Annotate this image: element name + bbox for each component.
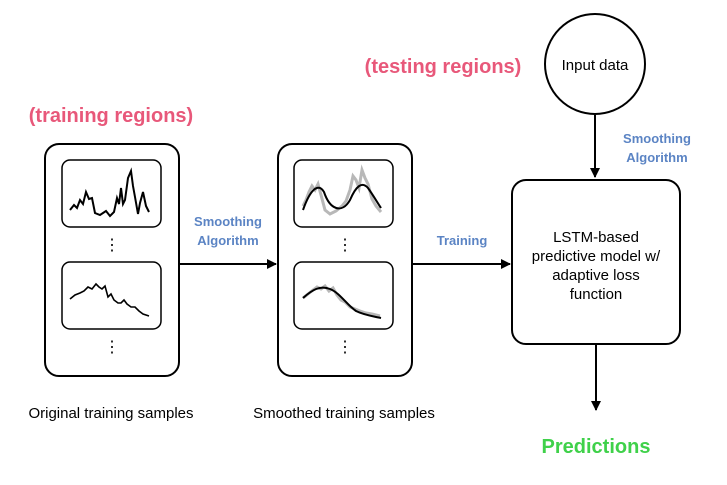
original-samples-caption: Original training samples [28,405,193,422]
input-data-node [544,13,646,115]
smoothed-series-2 [302,286,382,319]
original-series-2 [69,282,150,317]
smoothed-ellipsis-2: ⋮ [337,339,353,356]
testing-regions-label: (testing regions) [365,56,522,78]
smoothing-mid-label-line1: Smoothing [194,214,262,229]
training-regions-label: (training regions) [29,105,193,127]
smoothing-top-label-line2: Algorithm [626,150,687,165]
lstm-model-box [511,179,681,345]
original-ellipsis-1: ⋮ [104,237,120,254]
smoothed-raw-series-1 [301,164,383,216]
original-series-1 [69,167,150,218]
model-label-line3: adaptive loss [552,267,640,284]
smoothed-series-1 [302,183,382,211]
original-ellipsis-2: ⋮ [104,339,120,356]
original-sample-panel-1 [61,159,162,228]
smoothed-raw-series-2 [302,283,381,318]
model-label-line2: predictive model w/ [532,248,661,265]
smoothed-samples-caption: Smoothed training samples [253,405,435,422]
smoothing-mid-label-line2: Algorithm [197,233,258,248]
smoothed-sample-panel-2 [293,261,394,330]
model-label-line4: function [570,286,623,303]
model-label-line1: LSTM-based [553,229,639,246]
smoothed-sample-panel-1 [293,159,394,228]
input-data-label: Input data [562,57,629,74]
smoothed-ellipsis-1: ⋮ [337,237,353,254]
smoothing-top-label-line1: Smoothing [623,131,691,146]
training-label: Training [437,233,488,248]
predictions-label: Predictions [542,436,651,458]
